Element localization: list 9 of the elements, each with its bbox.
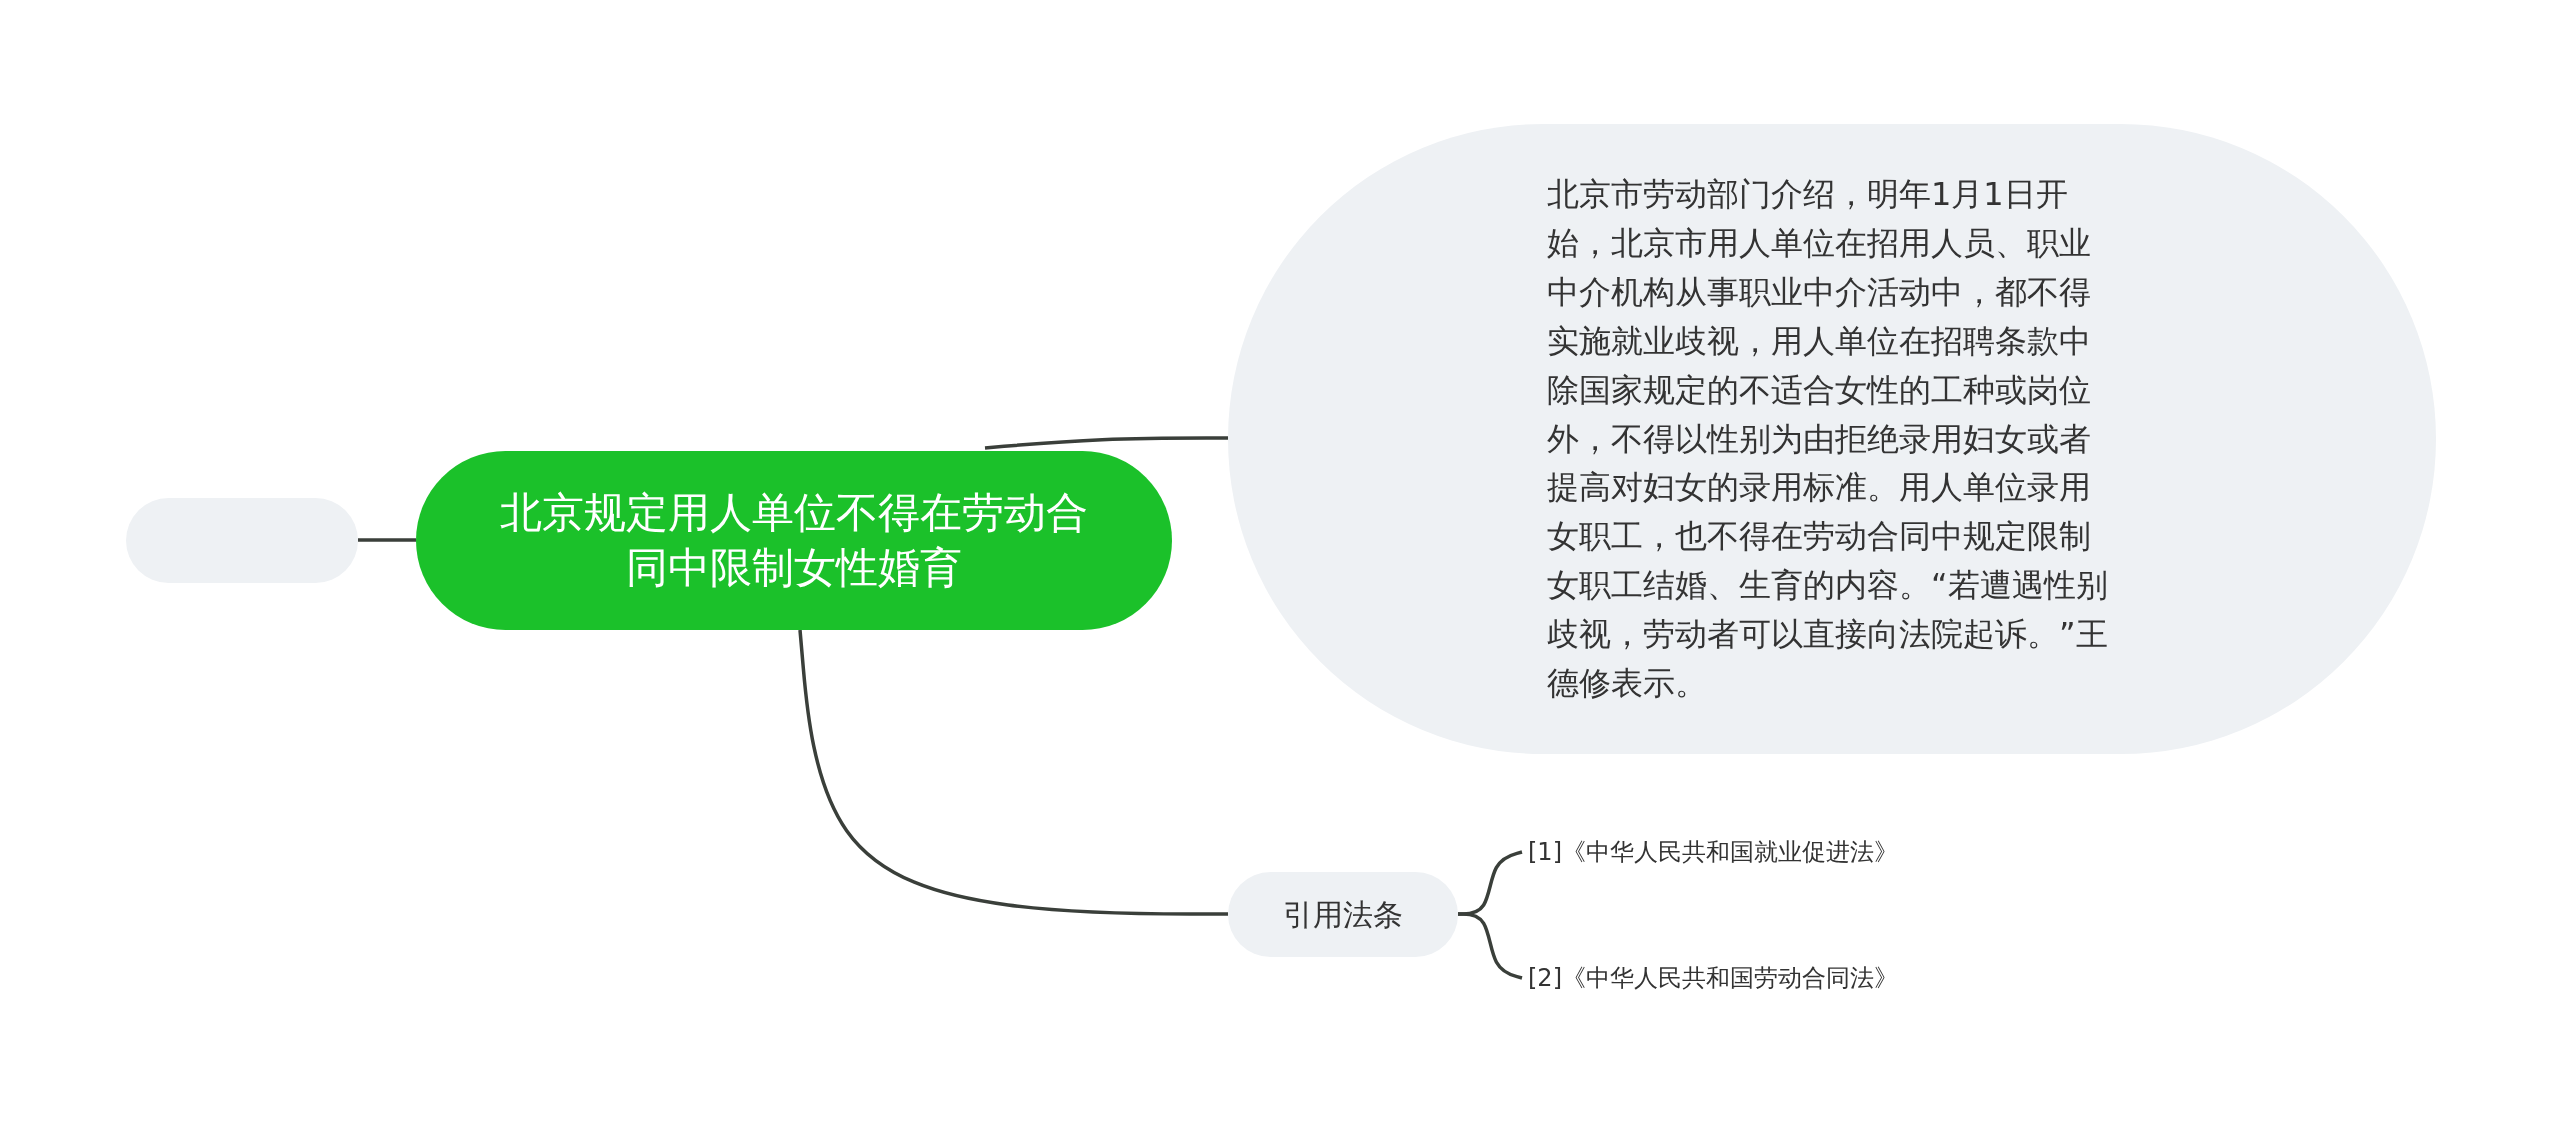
reference-text: [2]《中华人民共和国劳动合同法》 bbox=[1528, 963, 1898, 994]
note-text: 北京市劳动部门介绍，明年1月1日开始，北京市用人单位在招用人员、职业中介机构从事职业中介活动中，都不得实施就业歧视，用人单位在招聘条款中除国家规定的不适合女性的工种或岗位外，不得以性别为由拒绝录用妇女或者提高对妇女的录用标准。用人单位录用女职工，也不得在劳动合同中规定限制女职工结婚、生育的内容。“若遭遇性别歧视，劳动者可以直接向法院起诉。”王德修表示。 bbox=[1547, 173, 2109, 705]
connector-line bbox=[984, 436, 1228, 450]
connector-line bbox=[798, 629, 1228, 916]
subtopic-text: 引用法条 bbox=[1283, 896, 1403, 934]
topic-text: 北京规定用人单位不得在劳动合同中限制女性婚育 bbox=[499, 486, 1089, 594]
reference-text: [1]《中华人民共和国就业促进法》 bbox=[1528, 837, 1898, 868]
connector-line bbox=[1458, 912, 1523, 980]
connector-line bbox=[358, 538, 416, 542]
